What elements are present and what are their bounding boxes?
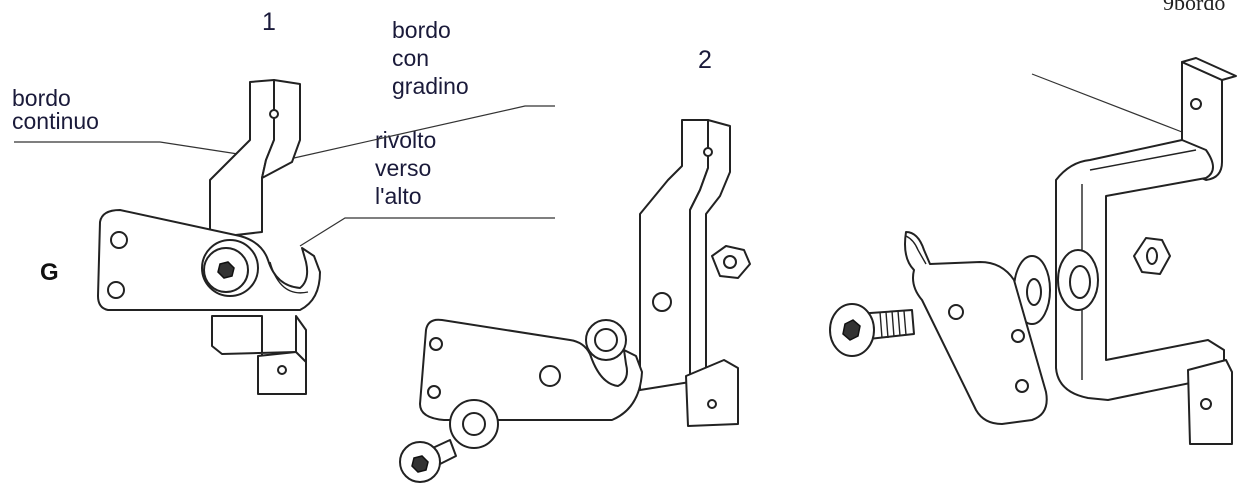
- fig1-hex-socket-icon: [217, 261, 235, 279]
- fig3-bolt-thread: [879, 310, 907, 339]
- fig3-bracket-fold: [1089, 149, 1197, 171]
- label-bordo-gradino-line2: con: [392, 45, 429, 71]
- label-bordo-continuo-line1: bordo: [12, 85, 71, 111]
- figure-2-hinge-exploded: [399, 119, 751, 483]
- fig2-top-hole: [703, 147, 713, 157]
- fig2-washer-inner: [462, 412, 486, 436]
- figure-1-hinge-assembled: [97, 79, 321, 395]
- fig2-bracket-foot: [685, 359, 739, 427]
- label-rivolto-line1: rivolto: [375, 127, 436, 153]
- fig3-top-tab-side: [1181, 57, 1237, 81]
- fig3-top-tab-hole: [1190, 98, 1202, 110]
- label-corner: 9bordo: [1163, 0, 1225, 15]
- fig2-mid-hole: [652, 292, 672, 312]
- fig1-vertical-bracket: [209, 79, 275, 239]
- fig2-plate-hole-1: [429, 337, 443, 351]
- fig1-bottom-hole: [277, 365, 287, 375]
- fig1-plate-hole-2: [107, 281, 125, 299]
- leader-bordo-continuo: [14, 141, 239, 155]
- figure-3-hinge-detail: [829, 57, 1237, 445]
- fig2-plate-hole-2: [427, 385, 441, 399]
- label-rivolto-line2: verso: [375, 155, 431, 181]
- fig3-washer-inner: [1026, 278, 1042, 306]
- fig1-bracket-side: [261, 79, 301, 179]
- fig2-plate-hole-3: [539, 365, 561, 387]
- fig1-plate-hole-1: [110, 231, 128, 249]
- fig3-bracket-body: [1055, 139, 1225, 401]
- step-1-number: 1: [262, 8, 276, 36]
- fig2-hex-socket-icon: [411, 455, 429, 473]
- fig3-bottom-tab-hole: [1200, 398, 1212, 410]
- fig3-plate-hole-3: [1015, 379, 1029, 393]
- leader-bordo-gradino: [293, 105, 555, 159]
- label-bordo-gradino-line1: bordo: [392, 17, 451, 43]
- leader-corner: [1031, 73, 1183, 133]
- label-rivolto-line3: l'alto: [375, 183, 422, 209]
- fig2-bushing-inner: [594, 328, 618, 352]
- step-2-number: 2: [698, 46, 712, 74]
- fig1-plate-edge: [269, 261, 309, 294]
- fig3-nut-hole: [1146, 247, 1158, 265]
- fig3-hex-socket-icon: [842, 319, 861, 341]
- fig1-top-hole: [269, 109, 279, 119]
- leader-rivolto: [299, 217, 555, 247]
- fig3-plate-thickness: [905, 235, 927, 265]
- fig3-plate-hole-2: [1011, 329, 1025, 343]
- fig2-nut-hole: [723, 255, 737, 269]
- fig2-bottom-hole: [707, 399, 717, 409]
- label-bordo-continuo-line2: continuo: [12, 108, 99, 134]
- label-bordo-gradino-line3: gradino: [392, 73, 469, 99]
- label-side-g: G: [40, 259, 59, 286]
- fig3-plate-hole-1: [948, 304, 964, 320]
- fig3-plate: [904, 231, 1048, 425]
- fig2-horizontal-plate: [419, 318, 643, 421]
- fig3-bushing-inner: [1069, 265, 1091, 299]
